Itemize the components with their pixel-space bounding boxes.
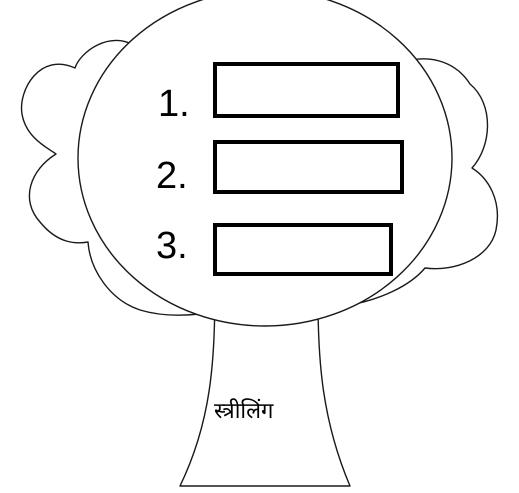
item-number-2: 2. (156, 155, 188, 197)
answer-box-2[interactable] (215, 142, 402, 192)
item-number-1: 1. (158, 83, 190, 125)
tree-trunk (180, 300, 350, 486)
answer-box-1[interactable] (215, 64, 398, 116)
trunk-label: स्त्रीलिंग (214, 398, 274, 424)
answer-box-3[interactable] (215, 225, 391, 274)
item-number-3: 3. (156, 225, 188, 267)
